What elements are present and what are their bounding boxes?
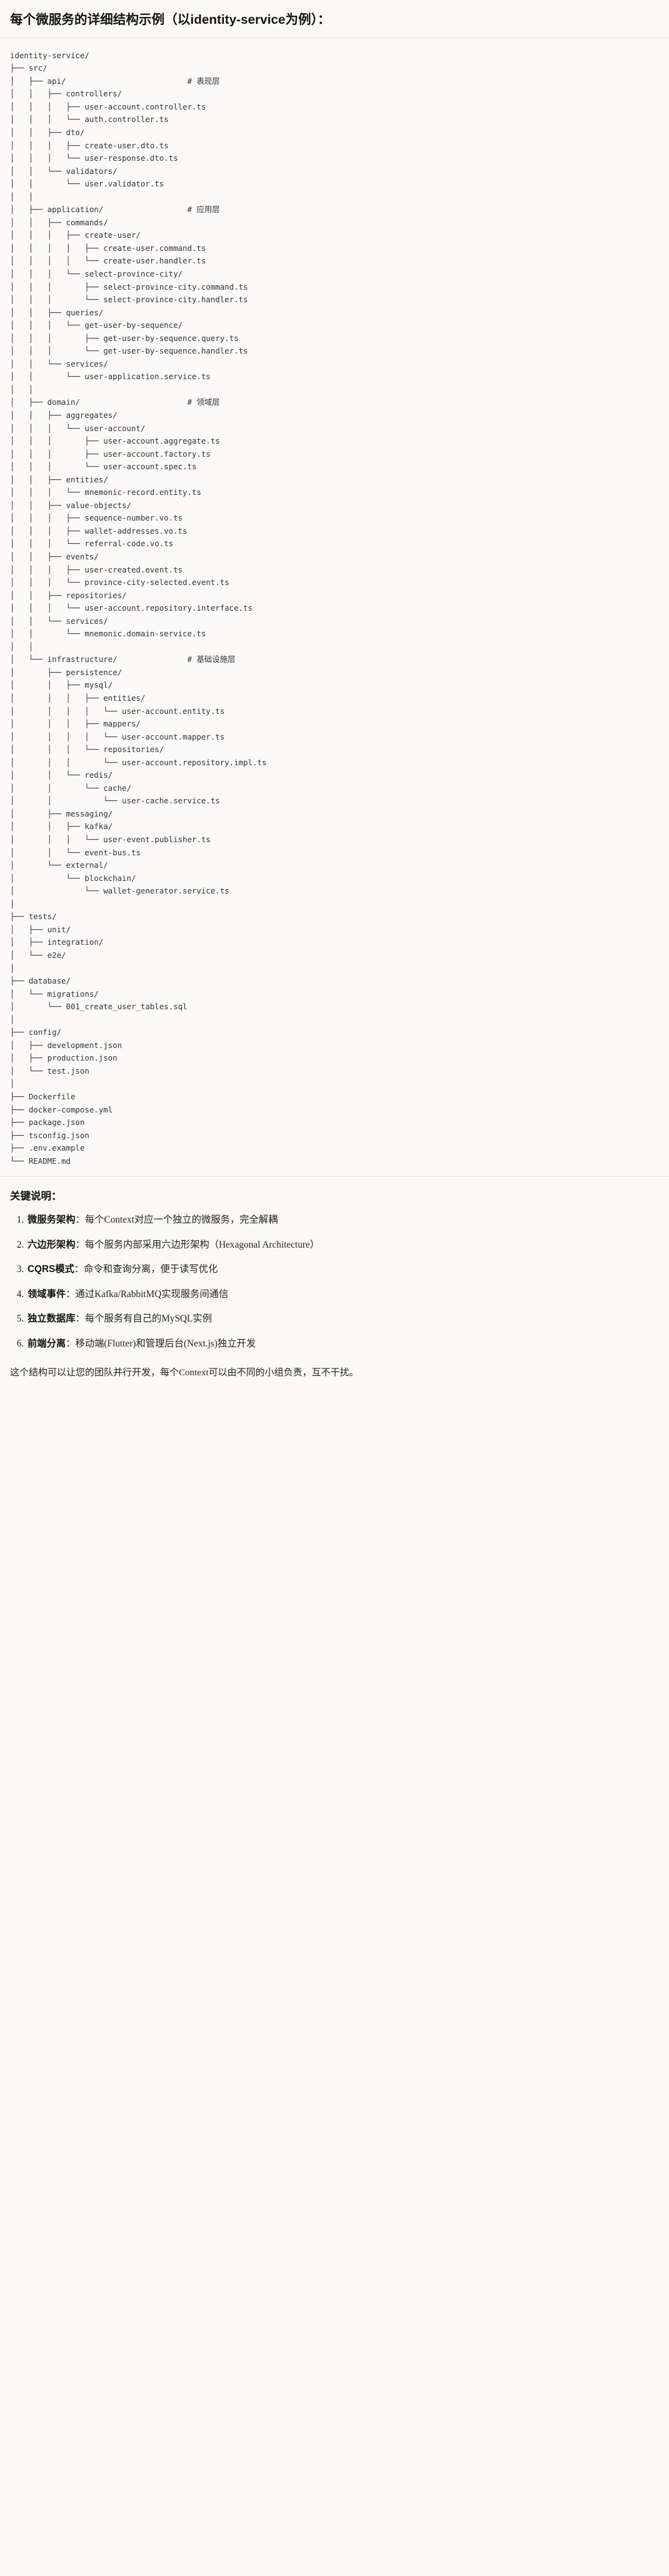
directory-tree-block: identity-service/ ├── src/ │ ├── api/ # …	[0, 38, 669, 1177]
list-item: 独立数据库：每个服务有自己的MySQL实例	[26, 1311, 659, 1326]
page-title: 每个微服务的详细结构示例（以identity-service为例）：	[10, 13, 331, 27]
key-notes-title: 关键说明：	[10, 1191, 62, 1203]
key-notes-list: 微服务架构：每个Context对应一个独立的微服务，完全解耦 六边形架构：每个服…	[10, 1213, 659, 1352]
list-item: CQRS模式：命令和查询分离，便于读写优化	[26, 1262, 659, 1277]
note-description: 命令和查询分离，便于读写优化	[84, 1264, 218, 1275]
note-description: 移动端(Flutter)和管理后台(Next.js)独立开发	[75, 1338, 256, 1349]
list-item: 微服务架构：每个Context对应一个独立的微服务，完全解耦	[26, 1213, 659, 1228]
list-item: 领域事件：通过Kafka/RabbitMQ实现服务间通信	[26, 1287, 659, 1302]
closing-paragraph: 这个结构可以让您的团队并行开发，每个Context可以由不同的小组负责，互不干扰…	[10, 1368, 359, 1378]
note-term: 独立数据库	[28, 1313, 76, 1325]
note-separator: ：	[66, 1288, 76, 1300]
note-description: 通过Kafka/RabbitMQ实现服务间通信	[75, 1288, 229, 1300]
note-term: 微服务架构	[28, 1214, 76, 1226]
note-description: 每个服务有自己的MySQL实例	[84, 1313, 212, 1325]
note-term: 前端分离	[28, 1338, 66, 1349]
note-term: CQRS模式	[28, 1264, 74, 1275]
note-separator: ：	[66, 1338, 76, 1349]
key-notes-section: 关键说明： 微服务架构：每个Context对应一个独立的微服务，完全解耦 六边形…	[0, 1177, 669, 1354]
note-term: 六边形架构	[28, 1239, 76, 1250]
tree-divider	[0, 1176, 669, 1178]
directory-tree: identity-service/ ├── src/ │ ├── api/ # …	[10, 50, 267, 1166]
note-separator: ：	[75, 1214, 85, 1226]
note-separator: ：	[74, 1264, 84, 1275]
note-separator: ：	[75, 1239, 85, 1250]
document-page: 每个微服务的详细结构示例（以identity-service为例）： ident…	[0, 0, 669, 1394]
note-description: 每个服务内部采用六边形架构（Hexagonal Architecture）	[84, 1239, 319, 1250]
list-item: 前端分离：移动端(Flutter)和管理后台(Next.js)独立开发	[26, 1336, 659, 1352]
note-term: 领域事件	[28, 1288, 66, 1300]
list-item: 六边形架构：每个服务内部采用六边形架构（Hexagonal Architectu…	[26, 1238, 659, 1253]
note-description: 每个Context对应一个独立的微服务，完全解耦	[84, 1214, 278, 1226]
note-separator: ：	[75, 1313, 85, 1325]
